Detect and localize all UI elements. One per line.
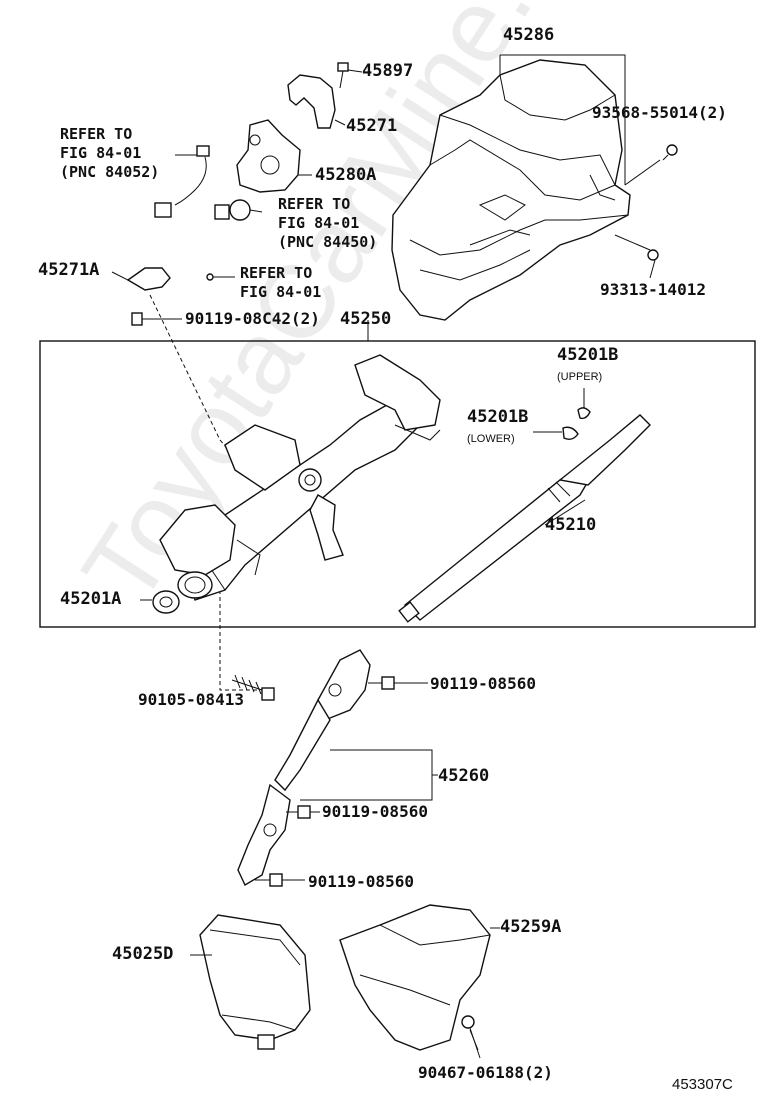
label-refer-84052-line1: REFER TO: [60, 125, 133, 143]
label-45210: 45210: [545, 515, 597, 535]
assembly-frame: [39, 340, 756, 628]
pin-fig84: [206, 273, 214, 281]
label-90119-08C42: 90119-08C42(2): [185, 309, 320, 328]
label-90105-08413: 90105-08413: [138, 690, 244, 709]
clamp-45271: [287, 74, 346, 129]
screw-93568: [662, 144, 678, 161]
intermediate-shaft-45260: [237, 649, 438, 887]
label-45280A: 45280A: [315, 165, 377, 185]
label-93568-55014: 93568-55014(2): [592, 103, 727, 122]
label-45897: 45897: [362, 61, 414, 81]
label-refer-84450-line1: REFER TO: [278, 195, 351, 213]
diagram-id: 453307C: [672, 1076, 733, 1093]
label-90119-08560-b: 90119-08560: [322, 802, 428, 821]
bolt-90105-08413: [231, 674, 275, 701]
label-90119-08560-c: 90119-08560: [308, 872, 414, 891]
cover-45259A: [339, 904, 500, 1051]
label-45259A: 45259A: [500, 917, 562, 937]
wire-84052: [154, 145, 210, 218]
label-45271A: 45271A: [38, 260, 100, 280]
label-90119-08560-a: 90119-08560: [430, 674, 536, 693]
ring-45201B-lower: [533, 426, 579, 441]
plate-45271A: [111, 267, 171, 291]
label-refer-fig-line1: REFER TO: [240, 264, 313, 282]
ring-45201B-upper: [577, 388, 591, 420]
label-45271: 45271: [346, 116, 398, 136]
label-45250: 45250: [340, 309, 392, 329]
steering-shaft-45210: [398, 414, 651, 623]
label-93313-14012: 93313-14012: [600, 280, 706, 299]
label-45025D: 45025D: [112, 944, 174, 964]
label-45286: 45286: [503, 25, 555, 45]
bolt-90119-08C42: [131, 312, 182, 326]
label-45201A: 45201A: [60, 589, 122, 609]
bushing-45201A: [140, 590, 180, 614]
label-upper: (UPPER): [557, 371, 603, 383]
label-90467-06188: 90467-06188(2): [418, 1063, 553, 1082]
label-refer-84052-line3: (PNC 84052): [60, 163, 160, 181]
label-45201B-upper: 45201B: [557, 345, 619, 365]
switch-84450: [214, 199, 263, 221]
screw-45897: [337, 62, 363, 89]
label-refer-fig-line2: FIG 84-01: [240, 283, 322, 301]
label-refer-84052-line2: FIG 84-01: [60, 144, 142, 162]
bracket-45280A: [236, 119, 312, 193]
label-45201B-lower: 45201B: [467, 407, 529, 427]
screw-93313: [647, 249, 659, 279]
label-45260: 45260: [438, 766, 490, 786]
label-refer-84450-line3: (PNC 84450): [278, 233, 378, 251]
screw-90467: [461, 1015, 481, 1059]
label-refer-84450-line2: FIG 84-01: [278, 214, 360, 232]
boot-45025D: [190, 914, 311, 1050]
steering-column-45250: [159, 354, 441, 601]
column-cover-upper: [391, 59, 631, 321]
label-lower: (LOWER): [467, 433, 515, 445]
